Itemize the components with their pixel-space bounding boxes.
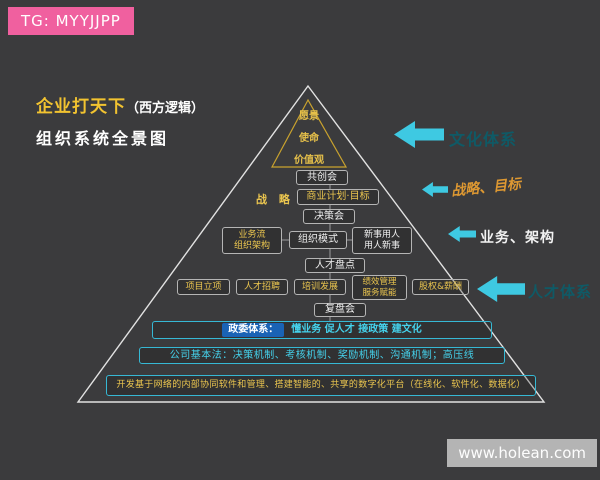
commissar-chip: 政委体系： [222, 323, 285, 337]
business-plan-box: 商业计划·目标 [297, 189, 379, 205]
decision-meeting-box: 决策会 [303, 209, 355, 224]
watermark: www.holean.com [447, 439, 597, 467]
review-meeting-box: 复盘会 [314, 303, 366, 317]
digital-platform-bar: 开发基于网络的内部协同软件和管理、搭建智能的、共享的数字化平台（在线化、软件化、… [106, 375, 536, 396]
equity-salary-box: 股权&薪酬 [412, 279, 469, 295]
strategy-arrow-icon [422, 182, 448, 197]
talent-system-label: 人才体系 [528, 283, 593, 301]
commissar-system-bar: 政委体系： 懂业务 促人才 接政策 建文化 [152, 321, 492, 339]
strategy-label: 战 略 [256, 193, 294, 206]
business-architecture-label: 业务、架构 [480, 230, 555, 246]
org-model-box: 组织模式 [289, 231, 347, 249]
vision-line: 愿景 [299, 111, 319, 122]
tg-badge: TG: MYYJJPP [8, 7, 134, 35]
commissar-text: 懂业务 促人才 接政策 建文化 [291, 324, 422, 335]
title-block: 企业打天下（西方逻辑） 组织系统全景图 [36, 92, 204, 149]
talent-arrow-icon [477, 276, 525, 302]
mission-line: 使命 [299, 133, 319, 144]
culture-arrow-icon [394, 121, 444, 148]
business-flow-box: 业务流 组织架构 [222, 227, 282, 254]
performance-box: 绩效管理 服务赋能 [352, 275, 407, 300]
talent-review-box: 人才盘点 [305, 258, 365, 273]
culture-system-label: 文化体系 [449, 130, 518, 149]
company-law-bar: 公司基本法：决策机制、考核机制、奖励机制、沟通机制；高压线 [139, 347, 505, 364]
training-development-box: 培训发展 [294, 279, 346, 295]
talent-recruiting-box: 人才招聘 [236, 279, 288, 295]
new-people-box: 新事用人 用人新事 [352, 227, 412, 254]
title-line2: 组织系统全景图 [36, 129, 170, 148]
title-line1: 企业打天下（西方逻辑） [36, 92, 204, 117]
business-arrow-icon [448, 226, 476, 242]
strategy-goal-label: 战略、目标 [450, 176, 522, 200]
vision-mission-values: 愿景 使命 价值观 [272, 107, 346, 173]
project-initiation-box: 项目立项 [177, 279, 230, 295]
title-sub: （西方逻辑） [126, 101, 205, 116]
title-main: 企业打天下 [36, 97, 126, 117]
co-creation-meeting-box: 共创会 [296, 170, 348, 185]
values-line: 价值观 [294, 155, 324, 166]
